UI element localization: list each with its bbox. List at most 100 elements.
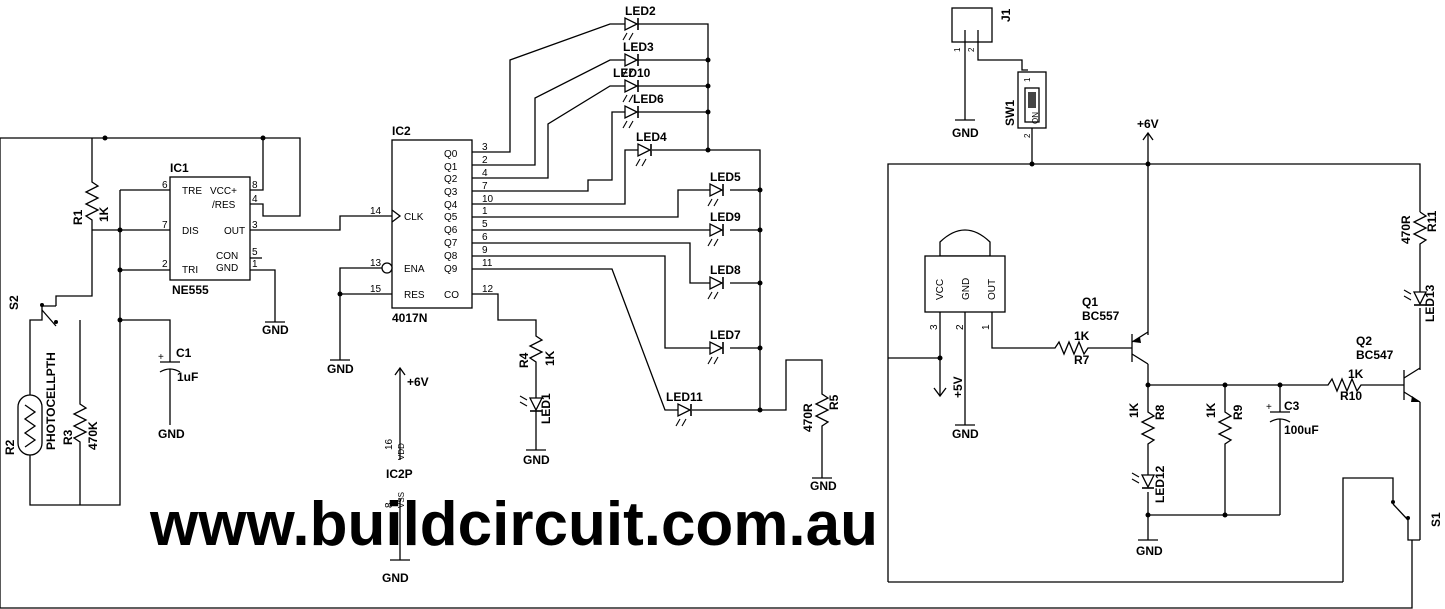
ic2-ena: ENA — [404, 264, 425, 275]
ic2-pin1: 1 — [482, 206, 488, 217]
ir-v5-label: +5V — [951, 376, 965, 398]
ic2-q0: Q0 — [444, 149, 458, 160]
r5-value: 470R — [801, 403, 815, 432]
ir-receiver: VCC GND OUT 3 2 1 — [924, 229, 1006, 330]
s2-switch: S2 — [7, 295, 80, 506]
c3-label: C3 — [1284, 399, 1300, 413]
led1-gnd-label: GND — [523, 453, 550, 467]
led-led9: LED9 — [707, 210, 741, 247]
led-label: LED2 — [625, 4, 656, 18]
r1-value: 1K — [97, 206, 111, 222]
led-label: LED3 — [623, 40, 654, 54]
r9-value: 1K — [1204, 402, 1218, 418]
r2-value: PHOTOCELLPTH — [44, 352, 58, 450]
ic2-q4: Q4 — [444, 200, 458, 211]
ic1-pin-tri: TRI — [182, 265, 198, 276]
led-led12: LED12 — [1131, 465, 1167, 503]
c1-value: 1uF — [177, 370, 198, 384]
ic1-pin5: 5 — [252, 247, 258, 258]
led-label: LED11 — [666, 390, 703, 404]
r7-label: R7 — [1074, 353, 1090, 367]
ir-gnd-label: GND — [952, 427, 979, 441]
led-label: LED1 — [539, 393, 553, 424]
ic2-co: CO — [444, 290, 459, 301]
ic1-pin6: 6 — [162, 180, 168, 191]
r7-value: 1K — [1074, 329, 1090, 343]
led-led6: LED6 — [622, 92, 664, 129]
ic1-pin2: 2 — [162, 259, 168, 270]
r1-label: R1 — [71, 209, 85, 225]
led-led3: LED3 — [622, 40, 654, 77]
r2-photocell: R2 PHOTOCELLPTH — [3, 352, 58, 456]
ic1-gnd-label: GND — [262, 323, 289, 337]
led-led5: LED5 — [707, 170, 741, 207]
ic2-res: RES — [404, 290, 425, 301]
ic2-gnd-label: GND — [327, 362, 354, 376]
ic1-pin-tre: TRE — [182, 186, 202, 197]
q2-value: BC547 — [1356, 348, 1394, 362]
ic2-pin2: 2 — [482, 155, 488, 166]
ir-pin3: 3 — [929, 324, 940, 330]
j1-label: J1 — [999, 8, 1013, 22]
sw1-switch: SW1 ON 1 2 — [1003, 71, 1047, 138]
ic1-pin-res: /RES — [212, 200, 236, 211]
led-led10: LED10 — [613, 66, 651, 103]
ic2-output-pins: Q0 Q1 Q2 Q3 Q4 Q5 Q6 Q7 Q8 Q9 3 2 4 7 10… — [444, 142, 494, 275]
sw1-on: ON — [1031, 112, 1040, 124]
ic2-pin6: 6 — [482, 232, 488, 243]
ic2-pin5: 5 — [482, 219, 488, 230]
ic1-pin1: 1 — [252, 259, 258, 270]
c3-value: 100uF — [1284, 423, 1319, 437]
ic2-label: IC2 — [392, 124, 411, 138]
j1-pin2: 2 — [967, 47, 976, 52]
ic1-pin-dis: DIS — [182, 226, 199, 237]
ir-out: OUT — [987, 279, 998, 300]
ic2p-pin16: 16 — [384, 438, 395, 450]
s1-label: S1 — [1429, 512, 1443, 527]
ir-vcc: VCC — [935, 279, 946, 300]
ic2-pin9: 9 — [482, 245, 488, 256]
ic1-pin3: 3 — [252, 220, 258, 231]
ic2-pin12: 12 — [482, 284, 494, 295]
ic2-q9: Q9 — [444, 264, 458, 275]
r1-resistor: R1 1K — [55, 138, 111, 306]
q1-transistor: Q1 BC557 — [1082, 295, 1149, 365]
led-label: LED8 — [710, 263, 741, 277]
ic2p-v6-label: +6V — [407, 375, 429, 389]
led-led8: LED8 — [707, 263, 741, 300]
led-label: LED4 — [636, 130, 667, 144]
led-label: LED10 — [613, 66, 651, 80]
ir-pin2: 2 — [955, 324, 966, 330]
r11-label: R11 — [1425, 210, 1439, 232]
c1-capacitor: + C1 1uF GND — [120, 319, 198, 441]
ic1-part: NE555 — [172, 283, 209, 297]
r10-value: 1K — [1348, 367, 1364, 381]
q1-gnd-label: GND — [1136, 544, 1163, 558]
sw1-pin2: 2 — [1023, 133, 1032, 138]
r3-label: R3 — [61, 429, 75, 445]
r5-gnd-label: GND — [810, 479, 837, 493]
ic1-ne555: IC1 NE555 TRE DIS TRI VCC+ /RES OUT CON … — [162, 161, 258, 297]
ic2-q8: Q8 — [444, 251, 458, 262]
right-v6-label: +6V — [1137, 117, 1159, 131]
r8-label: R8 — [1153, 404, 1167, 420]
ic1-pin-gnd: GND — [216, 263, 238, 274]
r10-label: R10 — [1340, 389, 1362, 403]
ic1-label: IC1 — [170, 161, 189, 175]
ir-pin1: 1 — [981, 324, 992, 330]
ic1-pin8: 8 — [252, 180, 258, 191]
j1-connector: J1 1 2 — [951, 7, 1013, 52]
watermark: www.buildcircuit.com.au — [149, 490, 878, 559]
q1-value: BC557 — [1082, 309, 1120, 323]
r2-label: R2 — [3, 439, 17, 455]
ic2-pin13: 13 — [370, 258, 382, 269]
ic2p-pin8: 8 — [384, 502, 395, 508]
ic1-pin-out: OUT — [224, 226, 245, 237]
c1-gnd-label: GND — [158, 427, 185, 441]
ic2-q7: Q7 — [444, 238, 458, 249]
ic2p-power: +6V 16 VDD IC2P 8 VSS GND — [382, 366, 429, 585]
ic1-pin-con: CON — [216, 251, 238, 262]
r5-label: R5 — [827, 394, 841, 410]
svg-text:+: + — [158, 352, 164, 363]
